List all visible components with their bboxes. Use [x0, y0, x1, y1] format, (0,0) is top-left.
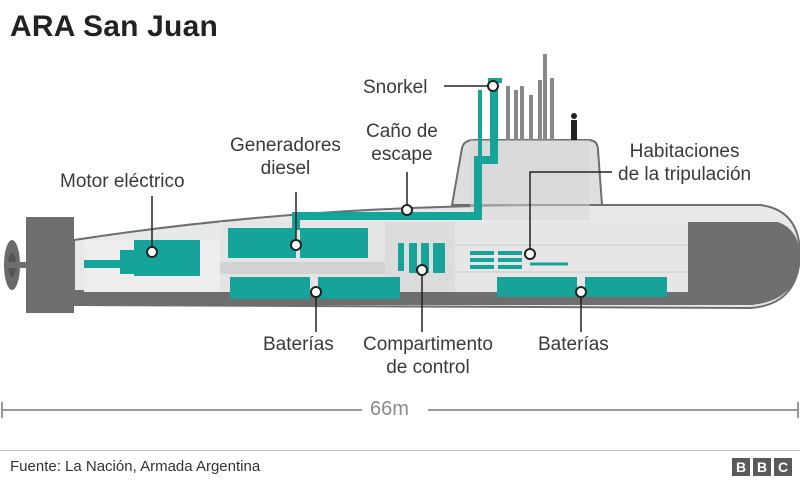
- footer-divider: [0, 450, 800, 451]
- source-text: Fuente: La Nación, Armada Argentina: [10, 458, 261, 475]
- battery-aft-1: [230, 277, 310, 299]
- label-exhaust-line1: Caño de: [366, 121, 438, 142]
- label-control: Compartimento de control: [363, 333, 493, 379]
- label-exhaust: Caño de escape: [366, 120, 438, 166]
- shaft: [84, 260, 124, 268]
- label-control-line1: Compartimento: [363, 334, 493, 355]
- label-crew-line2: de la tripulación: [618, 164, 752, 185]
- page-title: ARA San Juan: [10, 10, 218, 43]
- scale-bar: [1, 402, 799, 418]
- battery-fwd-1: [497, 277, 577, 297]
- components: [84, 228, 667, 299]
- label-crew: Habitaciones de la tripulación: [618, 140, 751, 186]
- bbc-logo-letter: B: [732, 458, 750, 476]
- label-batteries-aft: Baterías: [263, 334, 334, 355]
- label-motor: Motor eléctrico: [60, 171, 185, 192]
- label-snorkel: Snorkel: [363, 77, 428, 98]
- generator-left: [228, 228, 296, 258]
- label-batteries-fwd: Baterías: [538, 334, 609, 355]
- bbc-logo-letter: B: [753, 458, 771, 476]
- label-exhaust-line2: escape: [371, 144, 433, 165]
- generator-right: [300, 228, 368, 258]
- person-icon: [571, 113, 577, 140]
- battery-fwd-2: [585, 277, 667, 297]
- electric-motor: [134, 240, 200, 276]
- leader-lines: [151, 85, 612, 332]
- label-control-line2: de control: [386, 357, 470, 378]
- bbc-logo: B B C: [732, 458, 792, 476]
- scale-length: 66m: [370, 398, 409, 420]
- tail-fin: [26, 217, 74, 313]
- bbc-logo-letter: C: [774, 458, 792, 476]
- label-crew-line1: Habitaciones: [629, 141, 740, 162]
- label-generators-line1: Generadores: [230, 135, 341, 156]
- label-generators: Generadores diesel: [230, 134, 341, 180]
- markers: [146, 80, 587, 298]
- label-generators-line2: diesel: [260, 158, 311, 179]
- battery-aft-2: [318, 277, 400, 299]
